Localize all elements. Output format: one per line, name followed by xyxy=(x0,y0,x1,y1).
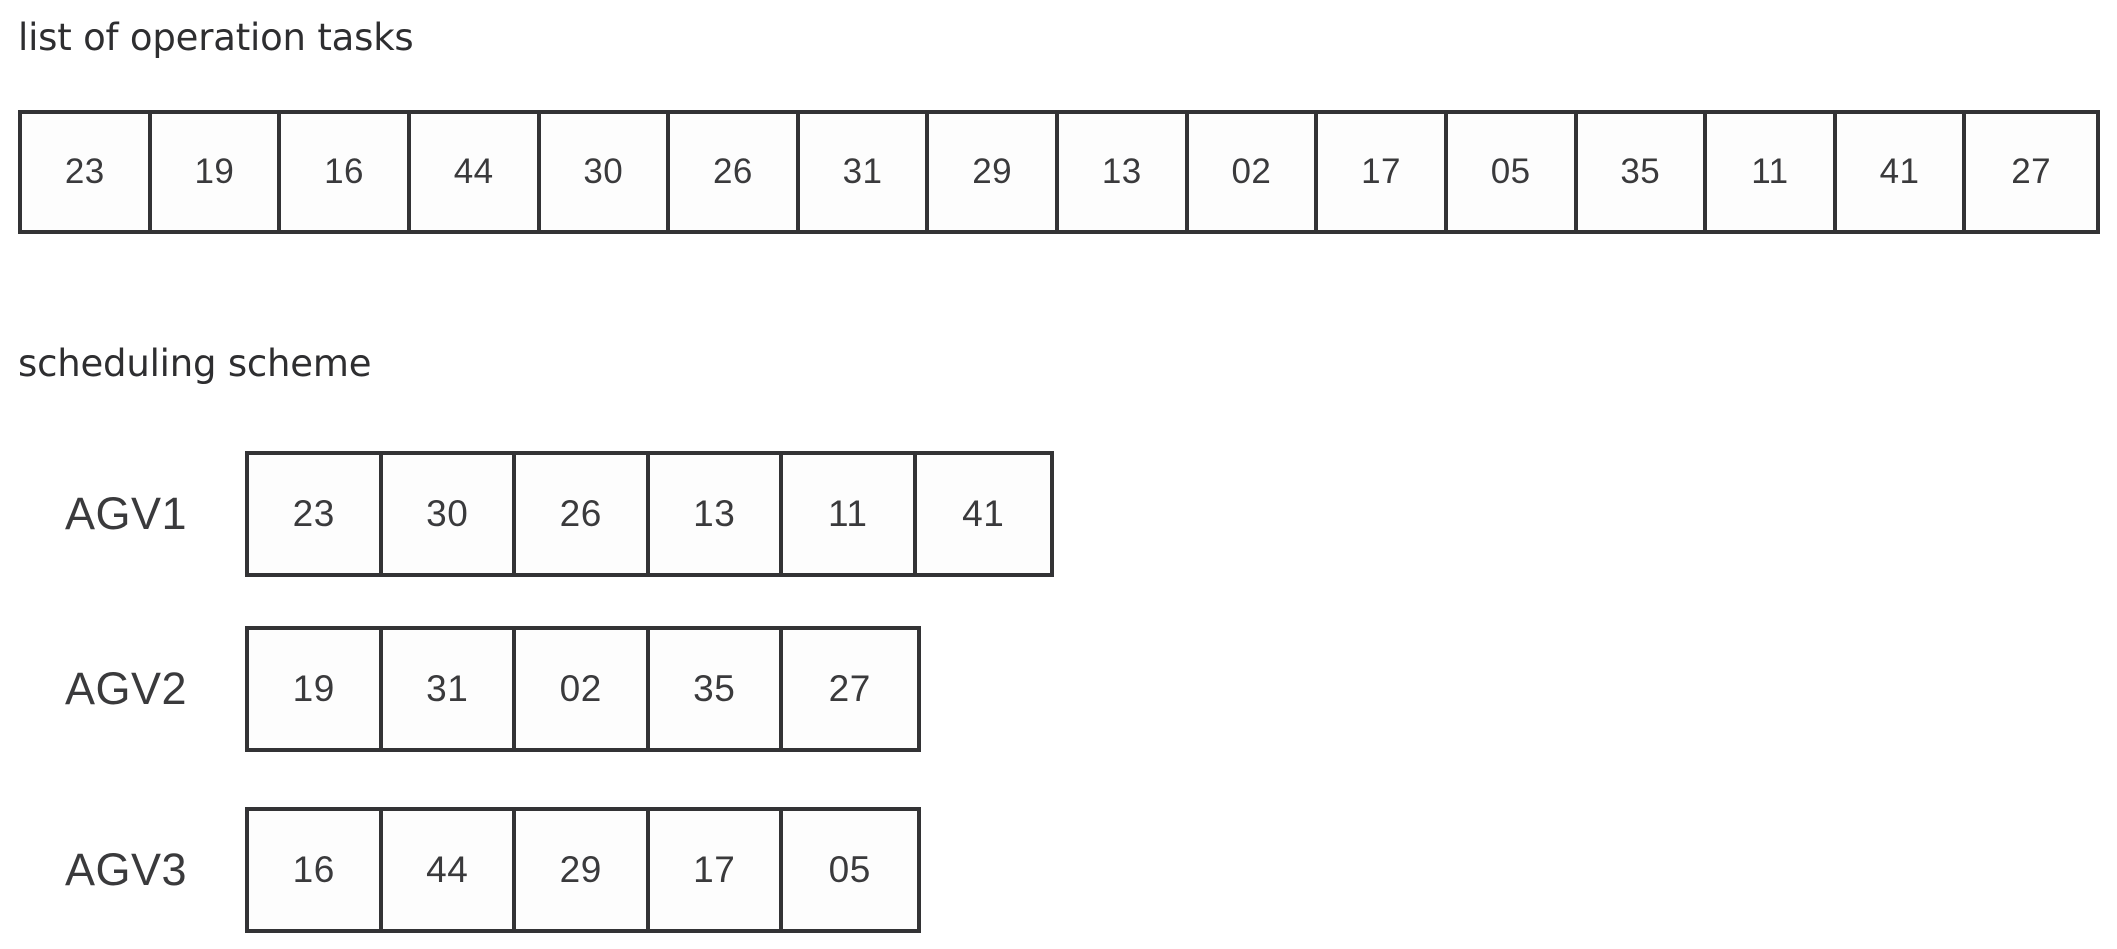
agv-task-cell: 16 xyxy=(249,811,383,929)
task-cell: 11 xyxy=(1707,114,1837,230)
agv-task-cell: 17 xyxy=(649,811,783,929)
agv-task-cell: 05 xyxy=(783,811,917,929)
task-cell: 16 xyxy=(281,114,411,230)
agv-task-cell: 41 xyxy=(916,455,1050,573)
agv-task-cell: 13 xyxy=(649,455,783,573)
operation-tasks-heading: list of operation tasks xyxy=(18,16,414,59)
agv-row-label: AGV2 xyxy=(65,663,188,714)
task-cell: 19 xyxy=(151,114,282,230)
task-cell: 27 xyxy=(1966,114,2096,230)
agv-task-cell: 26 xyxy=(516,455,650,573)
task-cell: 05 xyxy=(1447,114,1578,230)
agv-task-cell: 30 xyxy=(382,455,516,573)
agv-task-cell: 35 xyxy=(649,630,783,748)
agv-task-cell: 23 xyxy=(249,455,383,573)
task-cell: 17 xyxy=(1318,114,1448,230)
agv-task-cell: 29 xyxy=(516,811,650,929)
task-cell: 44 xyxy=(410,114,541,230)
task-cell: 29 xyxy=(929,114,1059,230)
task-cell: 31 xyxy=(799,114,930,230)
agv-task-cell: 44 xyxy=(382,811,516,929)
agv-task-cell: 19 xyxy=(249,630,383,748)
agv-row-label: AGV3 xyxy=(65,844,188,895)
task-cell: 02 xyxy=(1188,114,1319,230)
task-cell: 30 xyxy=(540,114,671,230)
agv-task-cell: 31 xyxy=(382,630,516,748)
task-cell: 35 xyxy=(1577,114,1708,230)
task-cell: 13 xyxy=(1059,114,1189,230)
task-cell: 26 xyxy=(670,114,800,230)
agv-task-cell: 02 xyxy=(516,630,650,748)
agv-task-cell: 11 xyxy=(783,455,917,573)
agv-row-label: AGV1 xyxy=(65,488,188,539)
task-cell: 23 xyxy=(22,114,152,230)
agv-task-cell: 27 xyxy=(783,630,917,748)
task-cell: 41 xyxy=(1836,114,1967,230)
scheduling-scheme-heading: scheduling scheme xyxy=(18,342,372,385)
